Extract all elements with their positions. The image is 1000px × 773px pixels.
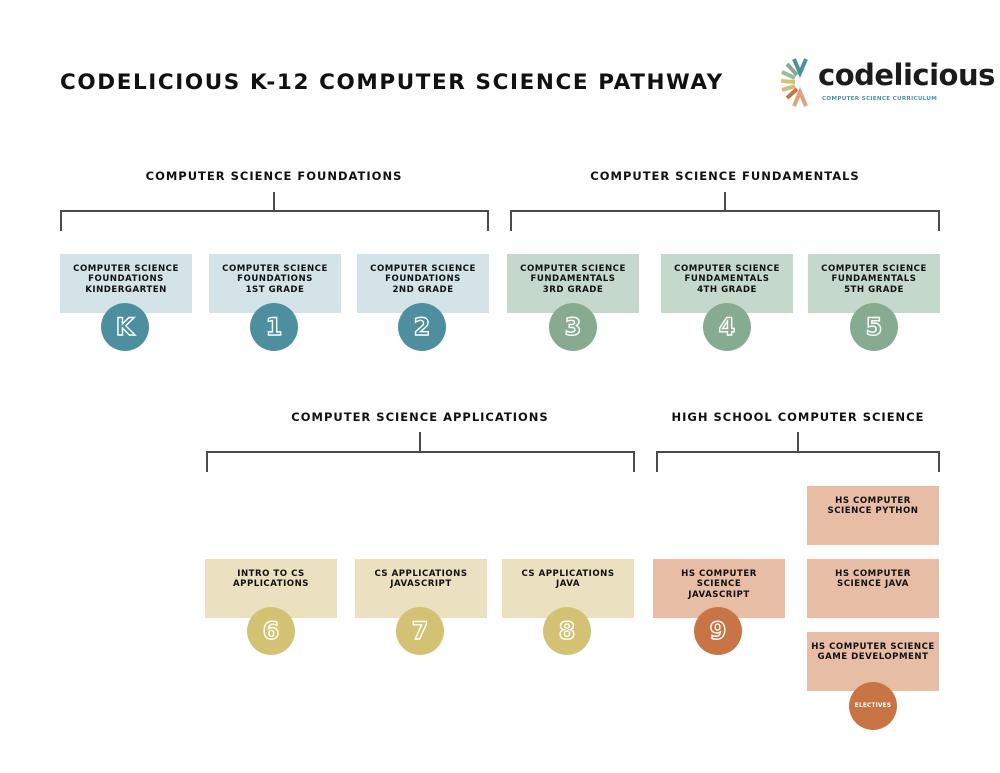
course-label: COMPUTER SCIENCE FOUNDATIONS 1ST GRADE: [222, 264, 328, 295]
grade-badge-text: 9: [709, 617, 727, 645]
connector-stem: [797, 432, 799, 452]
grade-badge-text: 2: [413, 313, 431, 341]
group-bracket-fundamentals: [510, 210, 940, 231]
group-bracket-high-school: [656, 451, 940, 472]
logo-tagline: COMPUTER SCIENCE CURRICULUM: [822, 96, 938, 102]
connector-stem: [419, 432, 421, 452]
grade-badge-text: 4: [718, 313, 736, 341]
course-card-hs-cs-java[interactable]: HS COMPUTER SCIENCE JAVA: [807, 559, 939, 618]
course-label: HS COMPUTER SCIENCE PYTHON: [827, 496, 919, 517]
grade-badge-text: 3: [564, 313, 582, 341]
group-title-foundations: COMPUTER SCIENCE FOUNDATIONS: [145, 169, 403, 183]
course-label: CS APPLICATIONS JAVA: [521, 569, 615, 590]
group-bracket-foundations: [60, 210, 489, 231]
course-card-hs-cs-game-development[interactable]: HS COMPUTER SCIENCE GAME DEVELOPMENT: [807, 632, 939, 691]
electives-badge: ELECTIVES: [849, 682, 897, 730]
course-label: COMPUTER SCIENCE FUNDAMENTALS 3RD GRADE: [520, 264, 626, 295]
connector-stem: [724, 192, 726, 212]
group-title-high-school: HIGH SCHOOL COMPUTER SCIENCE: [671, 410, 925, 424]
connector-stem: [273, 192, 275, 212]
grade-badge-9: 9: [694, 607, 742, 655]
course-card-hs-cs-python[interactable]: HS COMPUTER SCIENCE PYTHON: [807, 486, 939, 545]
grade-badge-2: 2: [398, 303, 446, 351]
course-label: HS COMPUTER SCIENCE GAME DEVELOPMENT: [811, 642, 935, 663]
codelicious-logo: codelicious ™ COMPUTER SCIENCE CURRICULU…: [778, 56, 995, 112]
course-label: COMPUTER SCIENCE FOUNDATIONS 2ND GRADE: [370, 264, 476, 295]
grade-badge-k: K: [101, 303, 149, 351]
grade-badge-5: 5: [850, 303, 898, 351]
grade-badge-7: 7: [396, 607, 444, 655]
group-bracket-applications: [206, 451, 635, 472]
course-label: HS COMPUTER SCIENCE JAVA: [835, 569, 911, 590]
grade-badge-text: K: [115, 313, 135, 341]
grade-badge-text: 6: [262, 617, 280, 645]
course-card-1st-grade[interactable]: COMPUTER SCIENCE FOUNDATIONS 1ST GRADE: [209, 254, 341, 313]
course-label: CS APPLICATIONS JAVASCRIPT: [374, 569, 468, 590]
logo-wordmark: codelicious: [818, 58, 995, 92]
starburst-logo-icon: [780, 58, 808, 107]
grade-badge-text: 8: [558, 617, 576, 645]
course-label: COMPUTER SCIENCE FOUNDATIONS KINDERGARTE…: [73, 264, 179, 295]
grade-badge-6: 6: [247, 607, 295, 655]
grade-badge-8: 8: [543, 607, 591, 655]
grade-badge-text: 7: [411, 617, 429, 645]
logo-trademark: ™: [934, 62, 939, 68]
group-title-fundamentals: COMPUTER SCIENCE FUNDAMENTALS: [590, 169, 860, 183]
electives-badge-text: ELECTIVES: [854, 703, 892, 709]
course-label: COMPUTER SCIENCE FUNDAMENTALS 5TH GRADE: [821, 264, 927, 295]
page-title: CODELICIOUS K-12 COMPUTER SCIENCE PATHWA…: [60, 70, 724, 95]
course-label: COMPUTER SCIENCE FUNDAMENTALS 4TH GRADE: [674, 264, 780, 295]
course-label: HS COMPUTER SCIENCE JAVASCRIPT: [681, 569, 757, 600]
grade-badge-3: 3: [549, 303, 597, 351]
grade-badge-1: 1: [250, 303, 298, 351]
grade-badge-text: 1: [265, 313, 283, 341]
course-card-4th-grade[interactable]: COMPUTER SCIENCE FUNDAMENTALS 4TH GRADE: [661, 254, 793, 313]
course-label: INTRO TO CS APPLICATIONS: [233, 569, 309, 590]
grade-badge-text: 5: [865, 313, 883, 341]
grade-badge-4: 4: [703, 303, 751, 351]
group-title-applications: COMPUTER SCIENCE APPLICATIONS: [291, 410, 549, 424]
